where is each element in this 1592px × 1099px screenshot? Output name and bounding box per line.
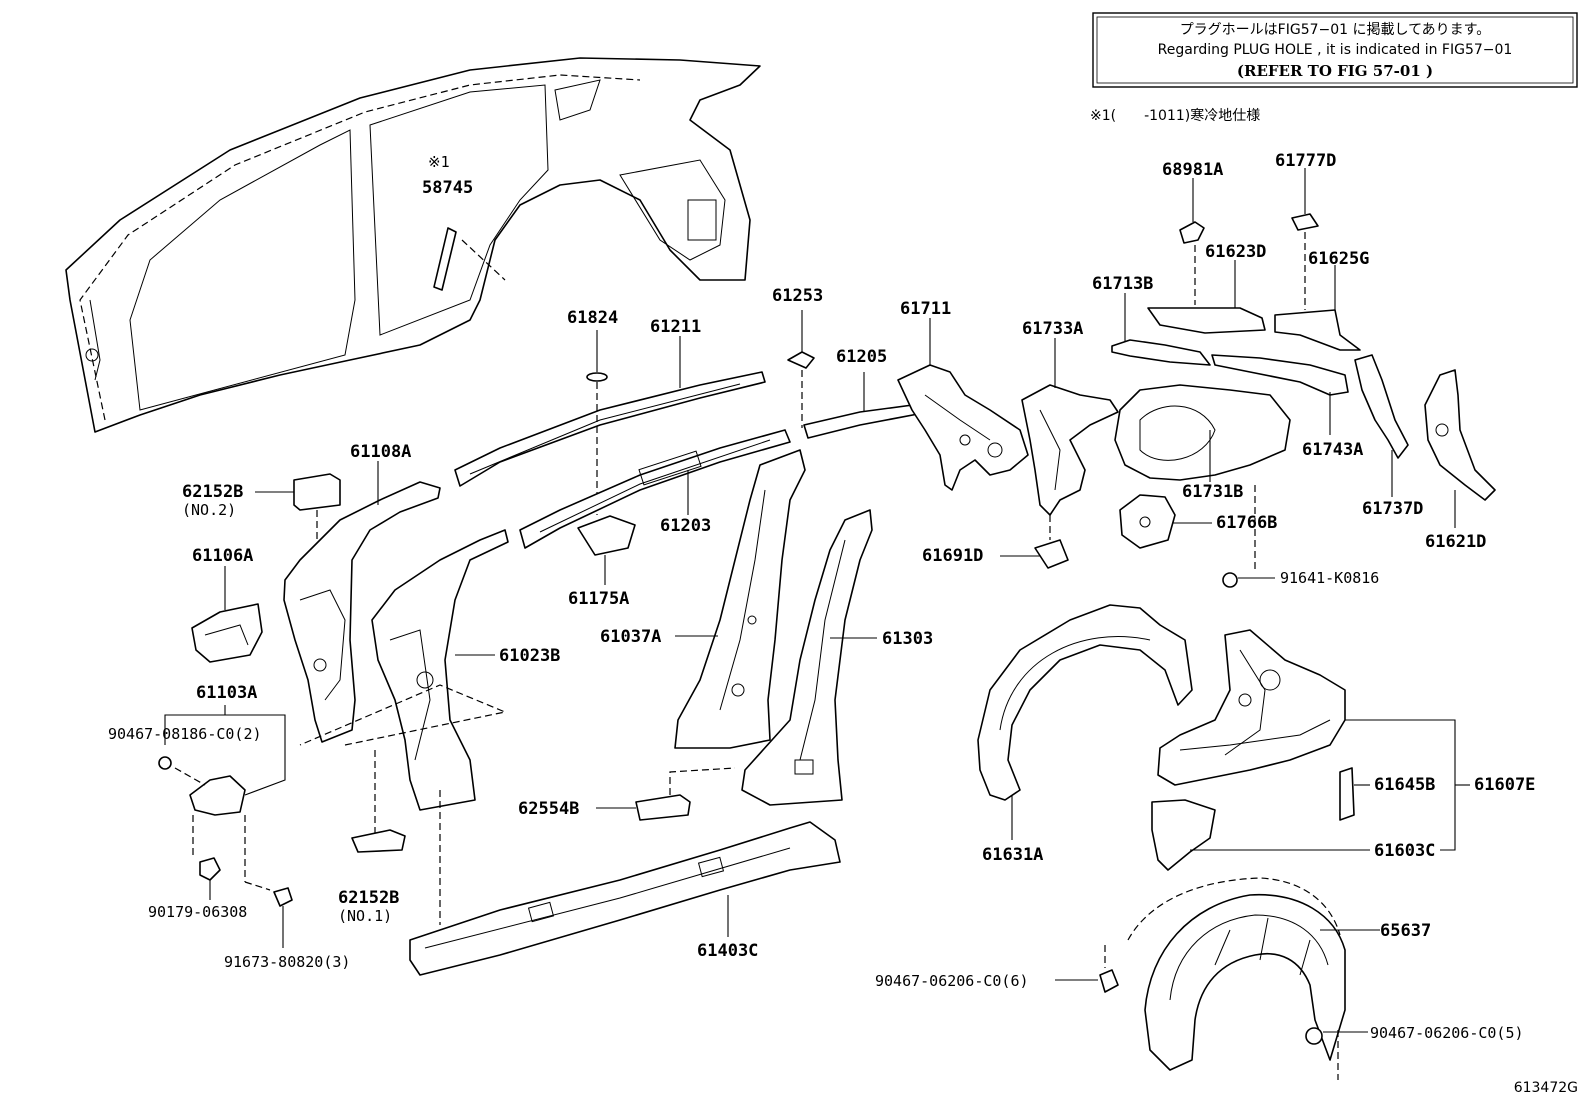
label-91641-K0816: 91641-K0816: [1280, 569, 1379, 587]
part-61766B: [1119, 494, 1212, 549]
part-61777D: [1291, 168, 1319, 310]
part-61623D: [1147, 260, 1266, 334]
label-61625G: 61625G: [1308, 249, 1369, 269]
part-61731B-wheelhouse-upper: [1114, 384, 1291, 482]
part-61713B-upper-panel: [1111, 293, 1211, 366]
part-62152B-no1: [351, 829, 406, 853]
part-65637-fender-liner: [1127, 877, 1380, 1080]
label-61603C: 61603C: [1374, 841, 1435, 861]
part-61603C: [1151, 799, 1370, 871]
label-90467-06206-6: 90467-06206-C0(6): [875, 972, 1029, 990]
label-62152B-no1: 62152B: [338, 888, 399, 908]
part-61645B: [1339, 767, 1370, 821]
part-61691D: [1000, 539, 1069, 569]
clip-90467-06206-5: [1305, 1027, 1368, 1045]
part-61106A: [191, 566, 263, 663]
label-90179-06308: 90179-06308: [148, 903, 247, 921]
part-61711-quarter-inner: [897, 318, 1029, 491]
label-61303: 61303: [882, 629, 933, 649]
part-61103A-hinge: [164, 705, 286, 891]
label-91673-80820: 91673-80820(3): [224, 953, 350, 971]
label-61645B: 61645B: [1374, 775, 1435, 795]
label-61253: 61253: [772, 286, 823, 306]
label-61743A: 61743A: [1302, 440, 1363, 460]
footnote-cold-spec: ※1( -1011)寒冷地仕様: [1090, 107, 1260, 124]
note-line-refer: (REFER TO FIG 57-01 ): [1237, 62, 1433, 80]
label-61777D: 61777D: [1275, 151, 1336, 171]
plug-hole-note: プラグホールはFIG57−01 に掲載してあります。 Regarding PLU…: [1092, 12, 1578, 88]
label-61737D: 61737D: [1362, 499, 1423, 519]
part-61023B-front-pillar-inner: [371, 529, 509, 811]
part-61037A-center-pillar-inner: [674, 449, 806, 749]
label-61766B: 61766B: [1216, 513, 1277, 533]
part-61211-roof-rail-outer: [454, 336, 766, 487]
part-58745: [433, 227, 506, 291]
label-68981A: 68981A: [1162, 160, 1223, 180]
label-61691D: 61691D: [922, 546, 983, 566]
label-58745: 58745: [422, 178, 473, 198]
part-61175A-bracket: [577, 515, 636, 585]
nut-90179-06308: [199, 857, 221, 900]
part-62554B: [596, 767, 736, 821]
label-61108A: 61108A: [350, 442, 411, 462]
label-62554B: 62554B: [518, 799, 579, 819]
label-61621D: 61621D: [1425, 532, 1486, 552]
part-61108A-front-pillar-outer: [283, 461, 441, 743]
note-line-japanese: プラグホールはFIG57−01 に掲載してあります。: [1180, 22, 1491, 38]
label-61403C: 61403C: [697, 941, 758, 961]
part-61631A-wheelhouse-outer: [977, 604, 1193, 840]
label-61731B: 61731B: [1182, 482, 1243, 502]
label-61824: 61824: [567, 308, 618, 328]
part-61824-plug: [586, 372, 608, 515]
note-line-english: Regarding PLUG HOLE , it is indicated in…: [1158, 42, 1513, 58]
part-61733A-quarter-inner-rear: [1021, 338, 1119, 540]
label-61103A: 61103A: [196, 683, 257, 703]
part-61403C-rocker-outer: [409, 821, 841, 976]
part-61621D: [1424, 369, 1496, 528]
label-61607E: 61607E: [1474, 775, 1535, 795]
label-61211: 61211: [650, 317, 701, 337]
bolt-91673-80820: [273, 887, 293, 948]
nut-90467-08186: [158, 756, 172, 770]
label-90467-06206-5: 90467-06206-C0(5): [1370, 1024, 1524, 1042]
label-61203: 61203: [660, 516, 711, 536]
label-61023B: 61023B: [499, 646, 560, 666]
star-marker-58745: ※1: [428, 153, 450, 171]
label-61711: 61711: [900, 299, 951, 319]
figure-reference-number: 613472G: [1514, 1080, 1578, 1096]
part-61737D: [1354, 354, 1409, 497]
bolt-91641-K0816: [1222, 485, 1275, 588]
part-61743A: [1211, 354, 1349, 435]
label-62152B-no1-sub: (NO.1): [338, 907, 392, 925]
label-65637: 65637: [1380, 921, 1431, 941]
label-62152B-no2-sub: (NO.2): [182, 501, 236, 519]
label-61205: 61205: [836, 347, 887, 367]
part-68981A: [1179, 178, 1205, 305]
label-61175A: 61175A: [568, 589, 629, 609]
label-62152B-no2: 62152B: [182, 482, 243, 502]
label-61106A: 61106A: [192, 546, 253, 566]
label-61037A: 61037A: [600, 627, 661, 647]
part-61607E-wheelhouse-inner: [1157, 629, 1346, 786]
label-61631A: 61631A: [982, 845, 1043, 865]
part-61253-cap: [787, 310, 815, 428]
label-61713B: 61713B: [1092, 274, 1153, 294]
label-90467-08186: 90467-08186-C0(2): [108, 725, 262, 743]
label-61733A: 61733A: [1022, 319, 1083, 339]
body-side-outer-panel: [65, 57, 761, 433]
clip-90467-06206-6: [1055, 945, 1119, 993]
label-61623D: 61623D: [1205, 242, 1266, 262]
part-61625G: [1274, 265, 1361, 351]
part-61303-center-pillar-outer: [741, 509, 877, 806]
part-61203-roof-rail-inner: [519, 429, 791, 549]
